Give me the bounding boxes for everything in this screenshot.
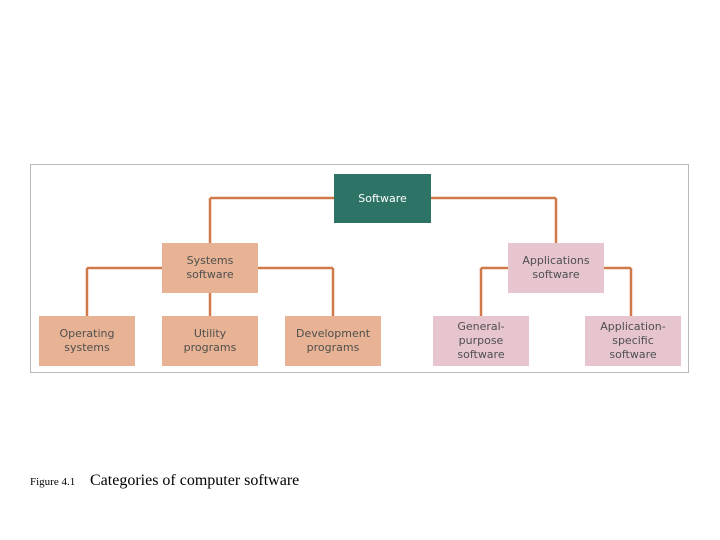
- node-general-purpose-software-label: General- purpose software: [457, 320, 505, 361]
- figure-label: Figure 4.1: [30, 476, 76, 488]
- node-general-purpose-software: General- purpose software: [433, 316, 529, 366]
- node-systems-software-label: Systems software: [186, 254, 234, 281]
- node-operating-systems: Operating systems: [39, 316, 135, 366]
- node-development-programs: Development programs: [285, 316, 381, 366]
- node-utility-programs: Utility programs: [162, 316, 258, 366]
- node-development-programs-label: Development programs: [295, 327, 371, 354]
- node-systems-software: Systems software: [162, 243, 258, 293]
- figure-title: Categories of computer software: [90, 472, 300, 489]
- node-application-specific-software-label: Application- specific software: [600, 320, 666, 361]
- node-utility-programs-label: Utility programs: [183, 327, 237, 354]
- diagram-frame: [30, 164, 689, 373]
- node-software-label: Software: [358, 191, 407, 205]
- node-software: Software: [334, 174, 431, 223]
- node-operating-systems-label: Operating systems: [59, 327, 115, 354]
- node-application-specific-software: Application- specific software: [585, 316, 681, 366]
- node-applications-software: Applications software: [508, 243, 604, 293]
- node-applications-software-label: Applications software: [522, 254, 590, 281]
